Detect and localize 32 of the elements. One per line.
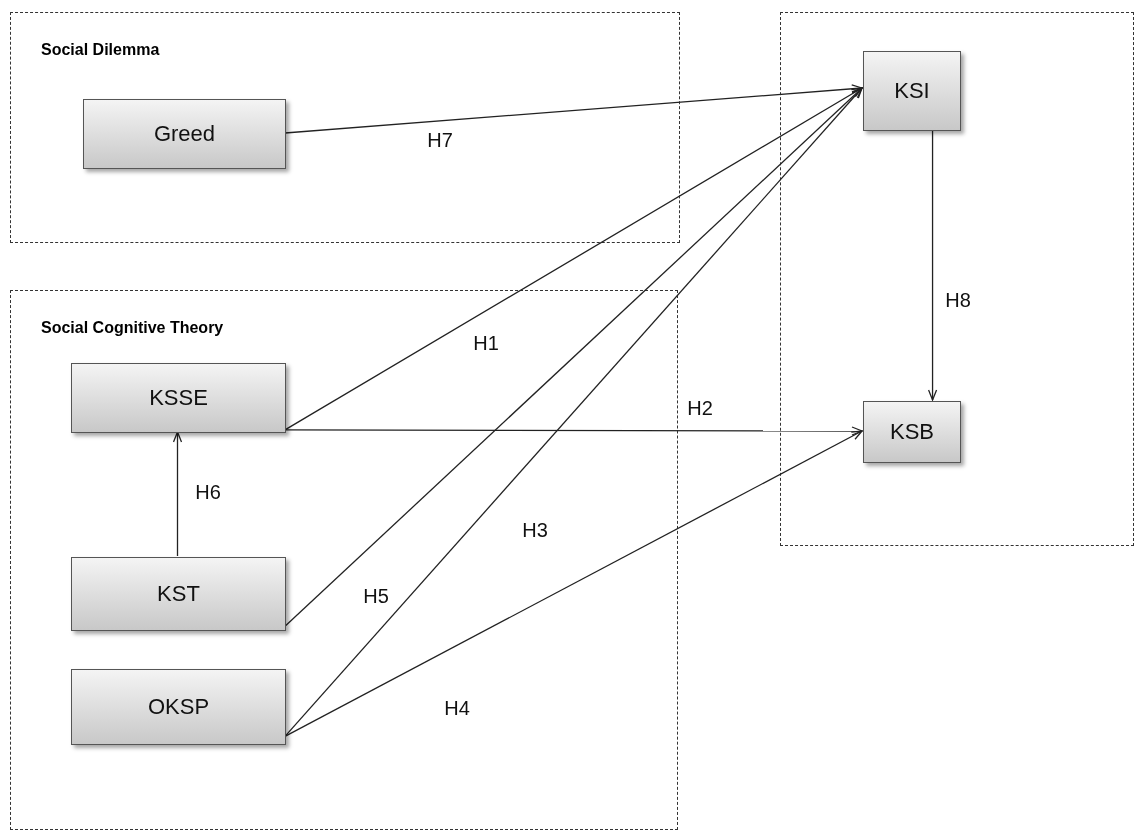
group-frame <box>10 12 680 243</box>
construct-name: KSI <box>894 78 930 104</box>
edge-label: H7 <box>426 129 454 151</box>
construct-box <box>71 557 286 631</box>
arrow <box>284 426 863 436</box>
construct-box <box>71 669 286 745</box>
edge-label: H6 <box>194 481 222 503</box>
arrow <box>284 87 863 627</box>
construct-box <box>83 99 286 169</box>
construct-name: KSSE <box>149 385 208 411</box>
edge-label: H3 <box>521 519 549 541</box>
edge-label: H8 <box>944 289 972 311</box>
construct-name: KSB <box>890 419 934 445</box>
arrow <box>172 431 183 557</box>
edge-label: H2 <box>686 397 714 419</box>
construct-name: OKSP <box>147 694 210 720</box>
group-frame <box>10 290 678 830</box>
construct-name: KST <box>157 581 200 607</box>
arrow <box>284 84 863 134</box>
group-title: Social Dilemma <box>41 41 160 59</box>
construct-box <box>863 51 961 131</box>
arrow <box>284 430 863 738</box>
group-title: Social Cognitive Theory <box>41 319 224 337</box>
construct-name: Greed <box>153 121 216 147</box>
group-frame <box>780 12 1134 546</box>
arrow <box>284 87 863 738</box>
arrow <box>927 129 938 401</box>
construct-box <box>863 401 961 463</box>
edge-label: H1 <box>472 332 500 354</box>
construct-box <box>71 363 286 433</box>
edge-label: H4 <box>443 697 471 719</box>
edge-label: H5 <box>362 585 390 607</box>
